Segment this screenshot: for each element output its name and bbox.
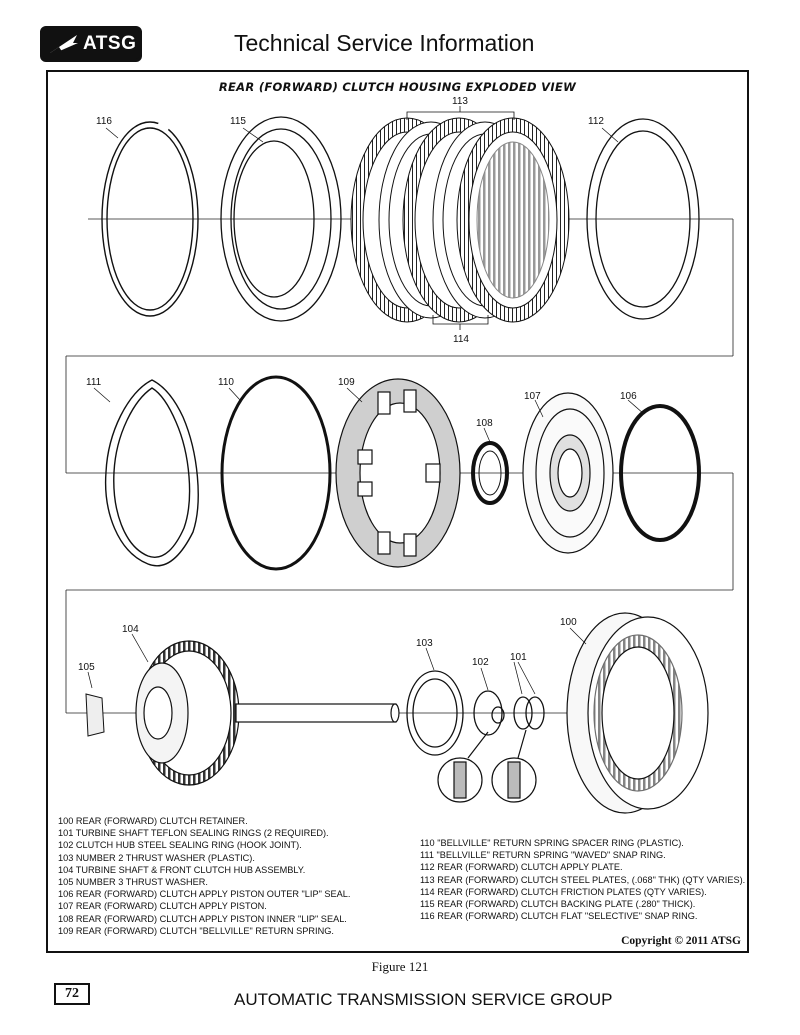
- part-109-bellville-spring: [335, 378, 461, 568]
- part-111-waved-snap-ring: [104, 379, 199, 567]
- page-number: 72: [54, 983, 90, 1005]
- callout-112: 112: [588, 116, 604, 127]
- part-108-inner-lip-seal: [471, 441, 509, 505]
- callout-116: 116: [96, 116, 112, 127]
- legend-item: 105 NUMBER 3 THRUST WASHER.: [58, 877, 208, 888]
- legend-right: 110 "BELLVILLE" RETURN SPRING SPACER RIN…: [420, 837, 745, 922]
- copyright-notice: Copyright © 2011 ATSG: [621, 935, 741, 947]
- legend-item: 106 REAR (FORWARD) CLUTCH APPLY PISTON O…: [58, 889, 351, 900]
- legend-item: 115 REAR (FORWARD) CLUTCH BACKING PLATE …: [420, 899, 696, 910]
- part-102-steel-sealing-ring: [473, 690, 505, 736]
- logo-text: ATSG: [83, 33, 137, 54]
- leader-lines: [87, 127, 645, 695]
- callout-107: 107: [524, 391, 541, 402]
- callout-106: 106: [620, 391, 637, 402]
- part-100-clutch-retainer: [566, 612, 709, 814]
- part-113-114-clutch-pack: [350, 117, 570, 323]
- callout-111: 111: [86, 377, 102, 388]
- legend-item: 114 REAR (FORWARD) CLUTCH FRICTION PLATE…: [420, 886, 707, 897]
- legend-item: 103 NUMBER 2 THRUST WASHER (PLASTIC).: [58, 852, 255, 863]
- figure-caption: Figure 121: [371, 959, 429, 974]
- part-101-teflon-sealing-rings: [513, 696, 545, 730]
- legend-item: 110 "BELLVILLE" RETURN SPRING SPACER RIN…: [420, 838, 684, 848]
- part-110-spacer-ring: [220, 375, 332, 571]
- legend-item: 113 REAR (FORWARD) CLUTCH STEEL PLATES, …: [420, 874, 746, 885]
- part-103-thrust-washer: [406, 670, 464, 756]
- callout-104: 104: [122, 624, 139, 635]
- exploded-view-diagram: 113 116 115 112 114 111 110 109 107 106 …: [65, 96, 734, 814]
- diagram-title: REAR (FORWARD) CLUTCH HOUSING EXPLODED V…: [218, 80, 577, 94]
- legend-item: 100 REAR (FORWARD) CLUTCH RETAINER.: [58, 816, 248, 826]
- detail-circles: [437, 729, 537, 803]
- callout-105: 105: [78, 662, 95, 673]
- callout-103: 103: [416, 638, 433, 649]
- legend-item: 111 "BELLVILLE" RETURN SPRING "WAVED" SN…: [420, 850, 666, 861]
- legend-item: 109 REAR (FORWARD) CLUTCH "BELLVILLE" RE…: [58, 925, 334, 936]
- part-115-backing-plate: [220, 116, 342, 322]
- legend-item: 101 TURBINE SHAFT TEFLON SEALING RINGS (…: [58, 828, 329, 839]
- callout-110: 110: [218, 377, 234, 388]
- legend-item: 116 REAR (FORWARD) CLUTCH FLAT "SELECTIV…: [420, 911, 698, 922]
- callout-115: 115: [230, 116, 246, 127]
- part-116-snap-ring: [101, 121, 199, 317]
- legend-item: 107 REAR (FORWARD) CLUTCH APPLY PISTON.: [58, 901, 267, 912]
- part-104-turbine-shaft: [135, 640, 400, 786]
- callout-102: 102: [472, 657, 489, 668]
- callout-109: 109: [338, 377, 355, 388]
- atsg-logo: ATSG: [40, 26, 142, 62]
- legend-item: 112 REAR (FORWARD) CLUTCH APPLY PLATE.: [420, 862, 623, 873]
- callout-101: 101: [510, 652, 527, 663]
- part-105-thrust-washer: [85, 693, 105, 737]
- diagram-frame: REAR (FORWARD) CLUTCH HOUSING EXPLODED V…: [46, 70, 749, 953]
- callout-113: 113: [452, 96, 468, 107]
- legend-item: 102 CLUTCH HUB STEEL SEALING RING (HOOK …: [58, 840, 302, 851]
- legend-left: 100 REAR (FORWARD) CLUTCH RETAINER. 101 …: [58, 815, 350, 937]
- callout-108: 108: [476, 418, 493, 429]
- callout-100: 100: [560, 617, 577, 628]
- page-title: Technical Service Information: [234, 30, 535, 56]
- legend-item: 104 TURBINE SHAFT & FRONT CLUTCH HUB ASS…: [58, 864, 306, 875]
- part-107-apply-piston: [522, 392, 614, 554]
- atsg-logo-mark-icon: [50, 35, 78, 53]
- legend-item: 108 REAR (FORWARD) CLUTCH APPLY PISTON I…: [58, 913, 347, 924]
- part-106-outer-lip-seal: [619, 404, 701, 542]
- part-112-apply-plate: [586, 118, 700, 320]
- callout-114: 114: [453, 334, 469, 345]
- clutch-pack-brackets: [406, 106, 515, 330]
- footer-title: AUTOMATIC TRANSMISSION SERVICE GROUP: [234, 990, 613, 1009]
